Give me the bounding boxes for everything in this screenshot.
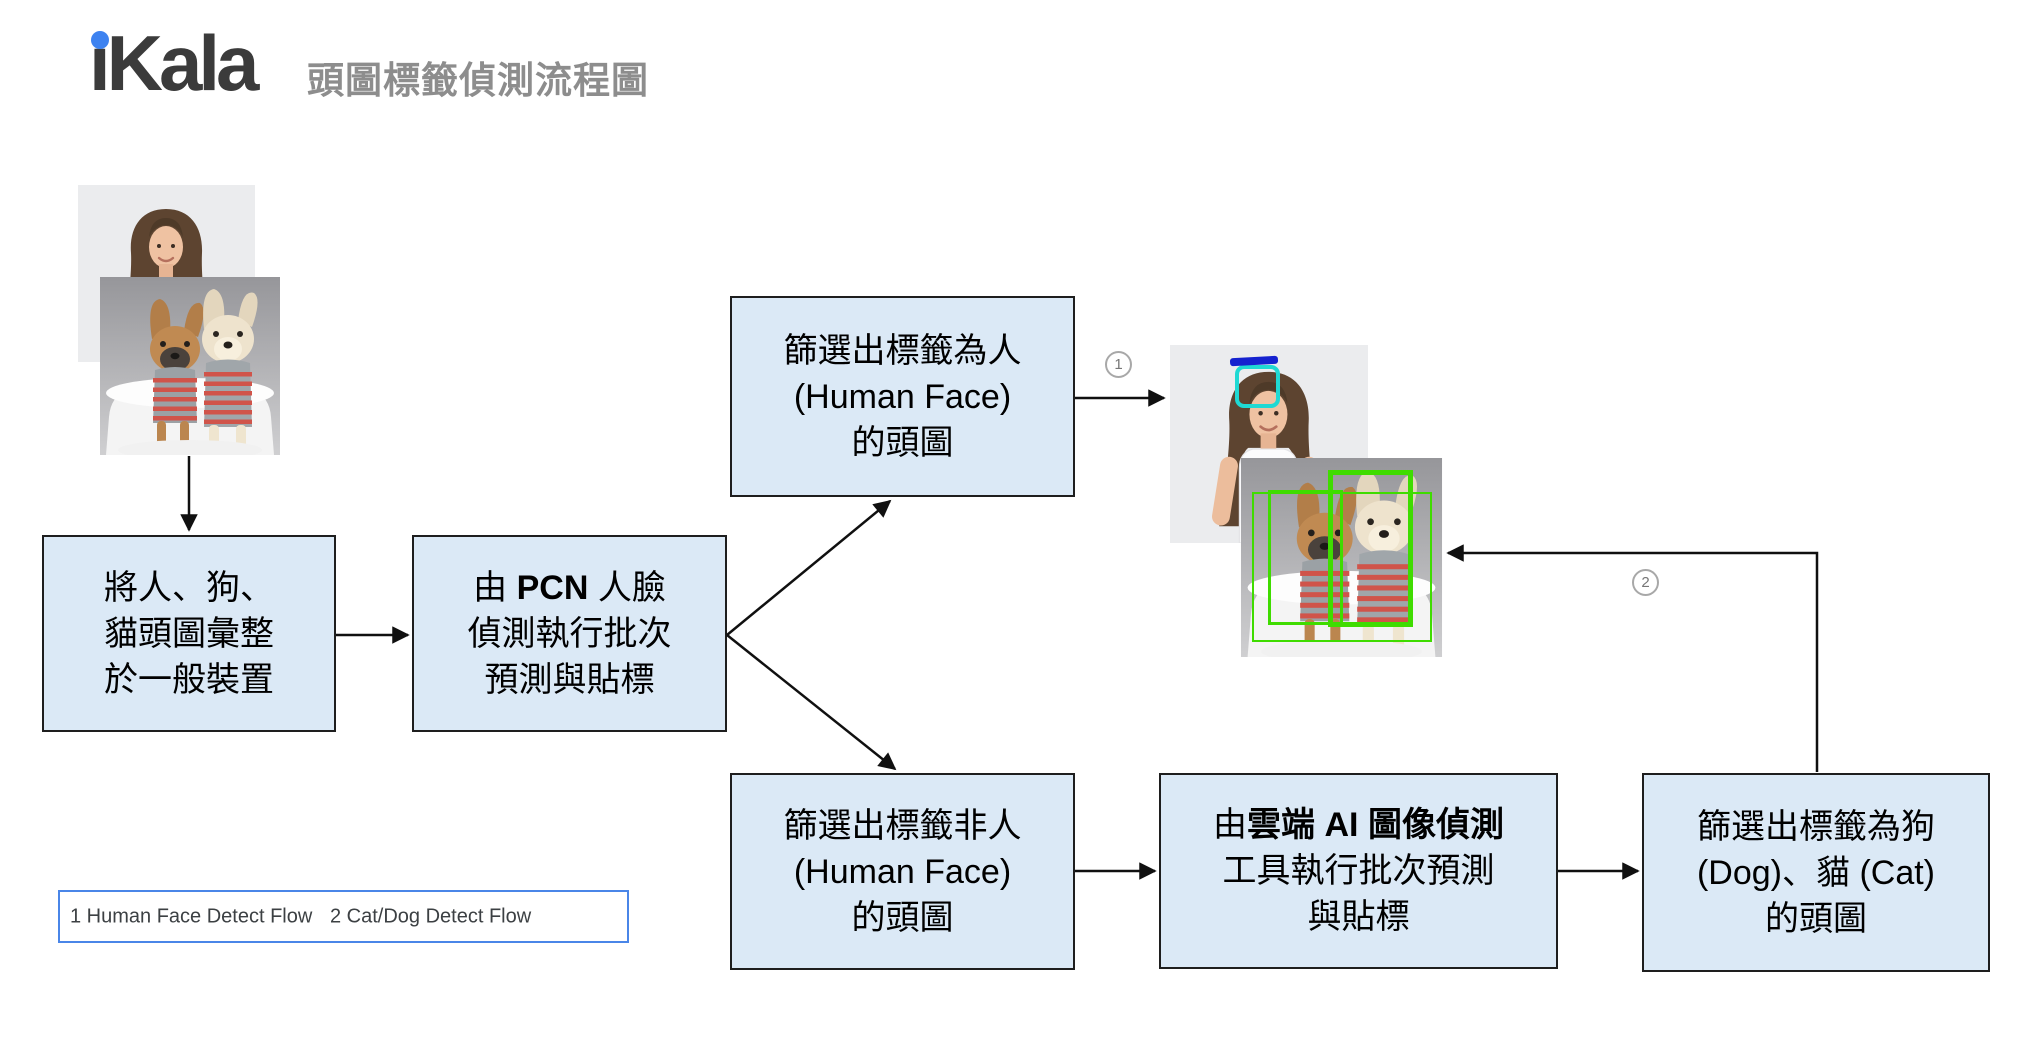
dog-detection-box-right [1328, 470, 1413, 627]
flow-box-human-face: 篩選出標籤為人 (Human Face) 的頭圖 [730, 296, 1075, 497]
flow-box-dog-cat: 篩選出標籤為狗 (Dog)、貓 (Cat) 的頭圖 [1642, 773, 1990, 972]
flow-box-cloud-line2: 工具執行批次預測 [1222, 852, 1495, 890]
legend-item-cat-dog: 2 Cat/Dog Detect Flow [330, 905, 532, 927]
logo-dot-icon [91, 31, 109, 49]
dog-detection-box-left [1268, 490, 1343, 625]
flow-box-pcn-detect: 由 PCN 人臉 偵測執行批次 預測與貼標 [412, 535, 727, 732]
detected-dogs-photo [1240, 458, 1443, 657]
legend-item-human-face: 1 Human Face Detect Flow [70, 905, 313, 927]
flow-box-nonhuman-line3: 的頭圖 [851, 898, 954, 937]
flow-box-collect-line3: 於一般裝置 [104, 660, 274, 699]
flow-box-human-line3: 的頭圖 [851, 423, 954, 462]
diagram-title: 頭圖標籤偵測流程圖 [307, 60, 649, 101]
source-dogs-photo [100, 277, 280, 455]
flow-box-non-human: 篩選出標籤非人 (Human Face) 的頭圖 [730, 773, 1075, 970]
flow-box-nonhuman-line2: (Human Face) [793, 852, 1012, 891]
arrow-pcn-to-human [726, 499, 892, 636]
flow-box-pcn-line2: 偵測執行批次 [467, 614, 672, 653]
flow-box-human-line1: 篩選出標籤為人 [783, 331, 1022, 370]
ikala-logo: iKala [89, 24, 259, 102]
logo-text: iKala [89, 19, 259, 107]
flow-box-collect-line1: 將人、狗、 [104, 568, 274, 607]
flow-box-dogcat-line3: 的頭圖 [1765, 899, 1867, 938]
flow-box-nonhuman-line1: 篩選出標籤非人 [783, 806, 1022, 845]
legend-box: 1 Human Face Detect Flow 2 Cat/Dog Detec… [58, 890, 629, 943]
flow-box-human-line2: (Human Face) [793, 377, 1012, 416]
face-detection-box [1235, 365, 1280, 408]
arrow-pcn-to-nonhuman [726, 634, 897, 771]
flow-marker-1: 1 [1105, 351, 1132, 378]
flow-box-cloud-line1: 由雲端 AI 圖像偵測 [1213, 806, 1504, 844]
flow-box-cloud-ai: 由雲端 AI 圖像偵測 工具執行批次預測 與貼標 [1159, 773, 1558, 969]
flow-box-pcn-line3: 預測與貼標 [484, 660, 655, 699]
flow-marker-2: 2 [1632, 569, 1659, 596]
flow-box-pcn-line1: 由 PCN 人臉 [473, 568, 666, 607]
flow-box-dogcat-line2: (Dog)、貓 (Cat) [1696, 853, 1936, 892]
flow-box-collect: 將人、狗、 貓頭圖彙整 於一般裝置 [42, 535, 336, 732]
flow-box-cloud-line3: 與貼標 [1307, 898, 1410, 936]
flow-box-dogcat-line1: 篩選出標籤為狗 [1697, 807, 1935, 846]
flow-box-collect-line2: 貓頭圖彙整 [104, 614, 274, 653]
